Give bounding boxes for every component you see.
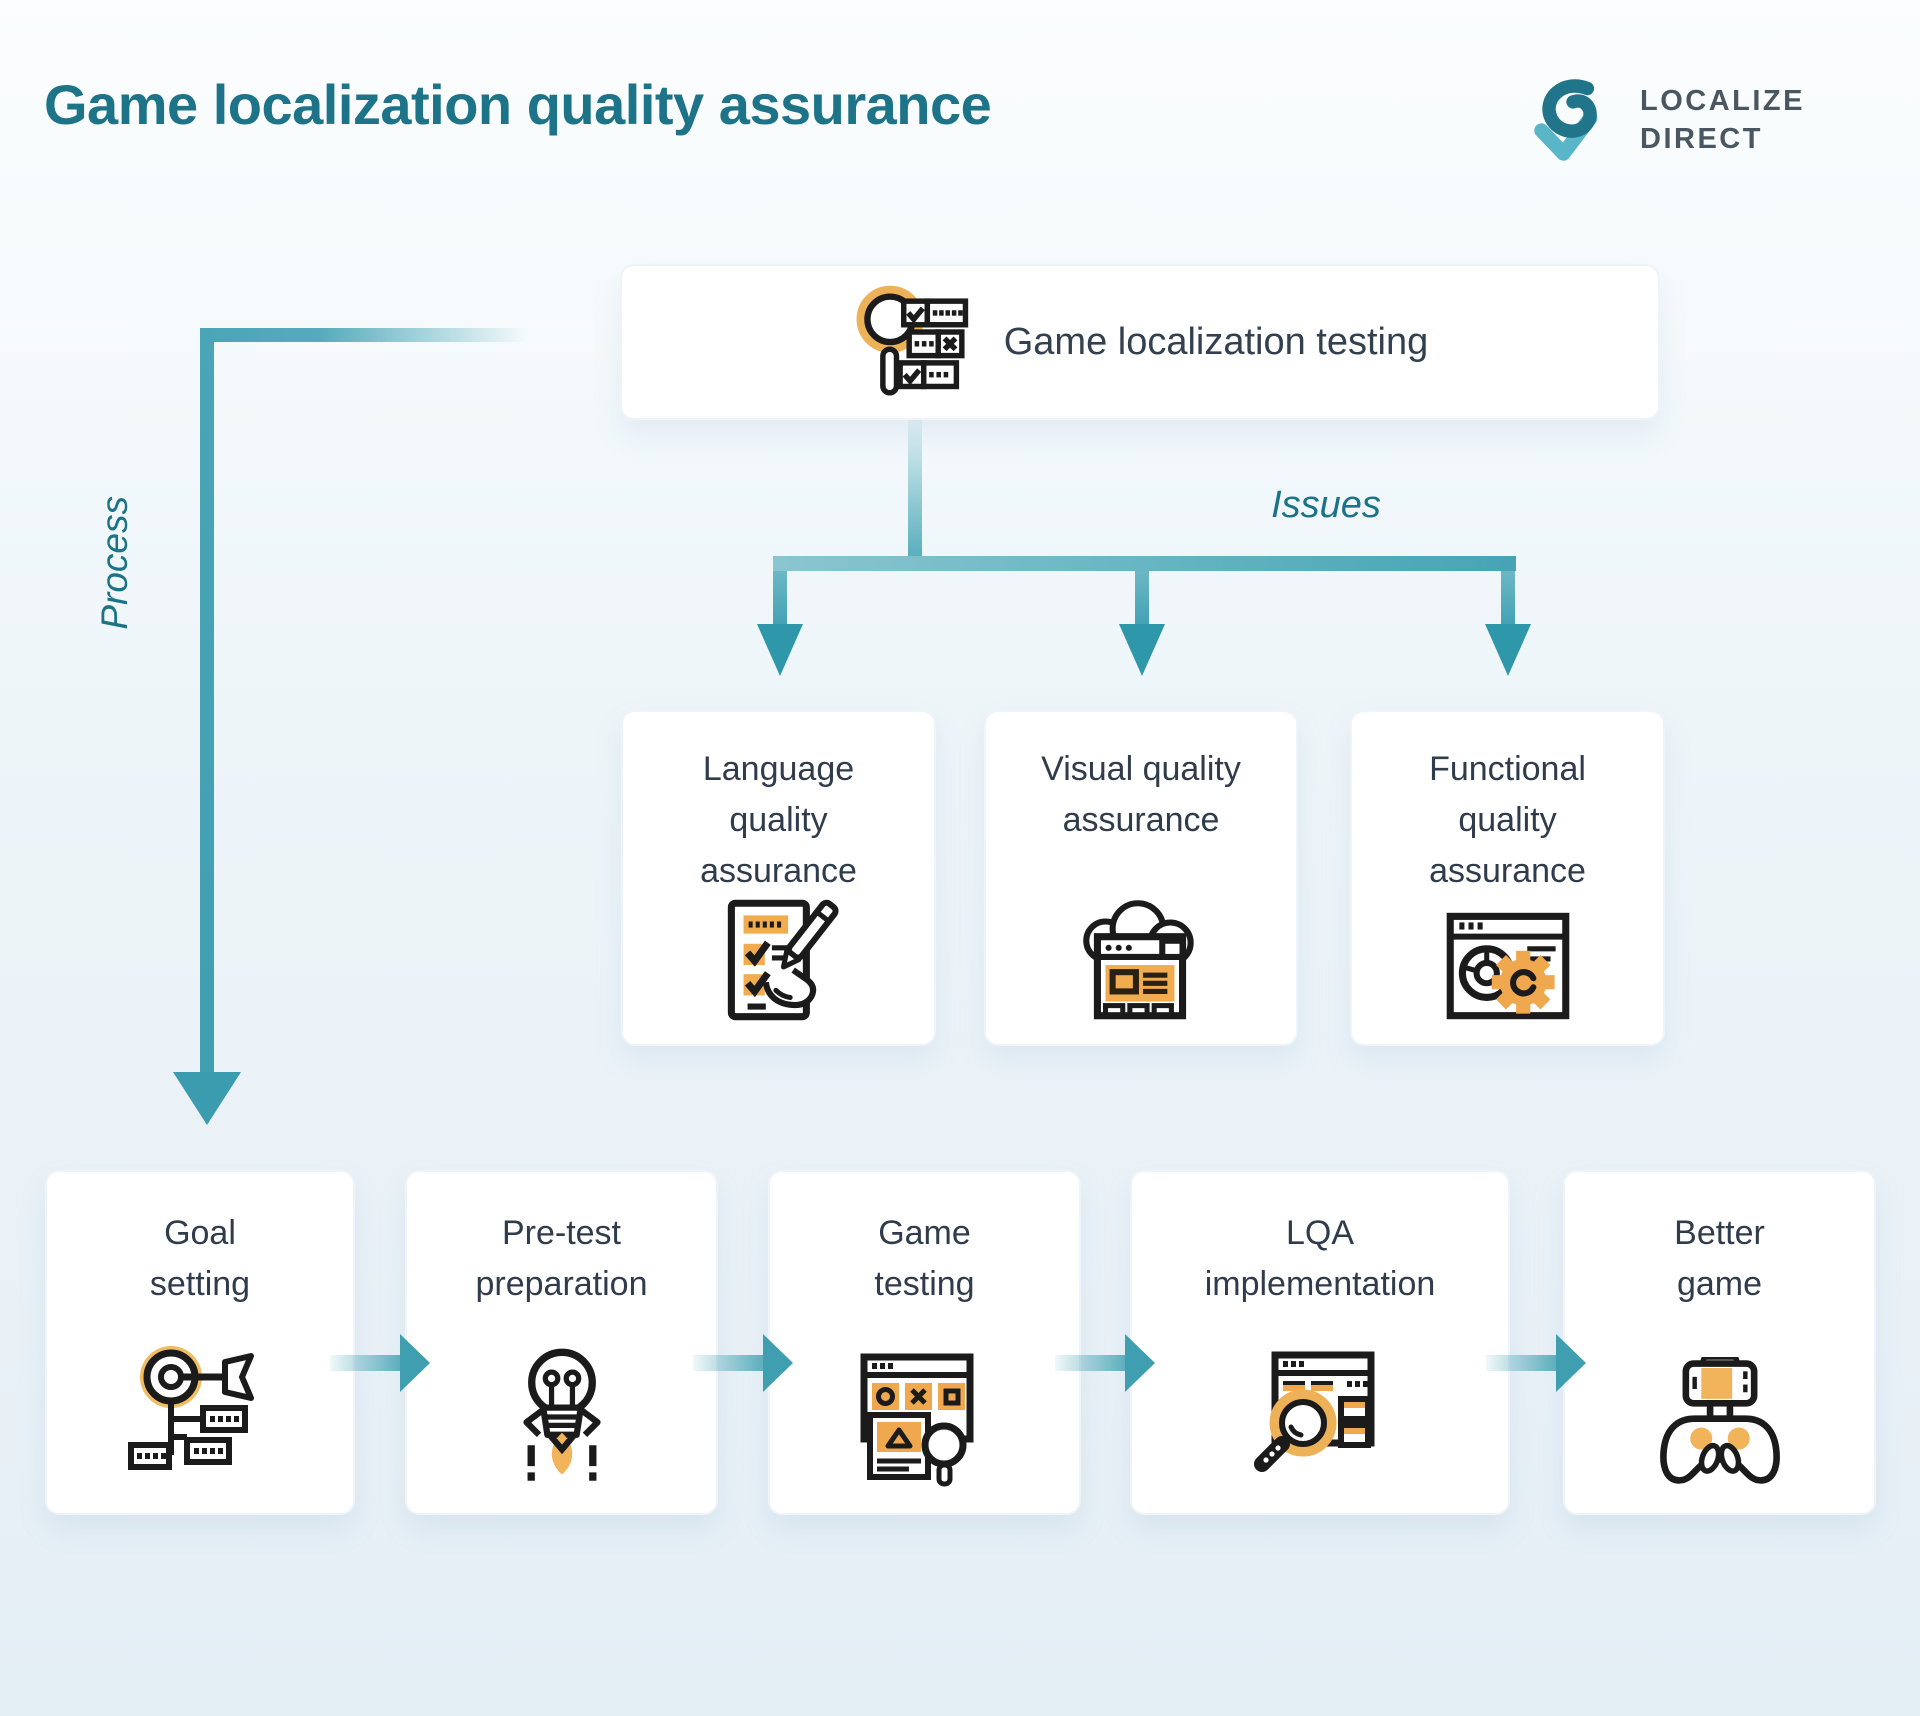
logo-line2: DIRECT (1640, 123, 1763, 155)
issue-card-visual-qa: Visual quality assurance (984, 710, 1298, 1046)
step-card-label: LQA implementation (1204, 1214, 1436, 1303)
issue-arrow-functional (1485, 571, 1531, 676)
issues-branch-line (773, 556, 1516, 571)
logo-mark-icon (1530, 74, 1618, 168)
logo-line1: LOCALIZE (1640, 85, 1805, 118)
issue-arrow-visual (1119, 571, 1165, 676)
visual-qa-icon (1065, 898, 1217, 1022)
step-card-pretest-preparation: Pre-test preparation (405, 1170, 718, 1515)
step-card-label: Pre-test preparation (475, 1214, 648, 1303)
magnifier-checklist-icon (852, 283, 970, 401)
process-label: Process (94, 496, 135, 630)
issue-card-functional-qa: Functional quality assurance (1350, 710, 1665, 1046)
root-card-game-localization-testing: Game localization testing (620, 264, 1660, 420)
step-card-label: Goal setting (149, 1214, 251, 1303)
step-card-label: Better game (1674, 1214, 1765, 1303)
step-card-better-game: Better game (1563, 1170, 1876, 1515)
process-line (200, 328, 214, 1074)
goal-target-icon (125, 1337, 275, 1487)
issue-card-language-qa: Language quality assurance (621, 710, 936, 1046)
process-elbow-line (200, 328, 540, 342)
step-card-lqa-implementation: LQA implementation (1130, 1170, 1510, 1515)
process-arrowhead-icon (173, 1072, 241, 1125)
root-card-label: Game localization testing (1003, 320, 1429, 363)
language-qa-icon (703, 897, 855, 1025)
game-testing-icon (850, 1351, 1000, 1487)
step-arrow-1 (330, 1334, 430, 1392)
issue-card-label: Functional quality assurance (1429, 750, 1586, 890)
issues-label: Issues (1271, 484, 1381, 526)
issue-card-label: Language quality assurance (700, 750, 857, 890)
gamepad-phone-icon (1650, 1357, 1790, 1487)
page-title: Game localization quality assurance (44, 73, 992, 136)
step-card-goal-setting: Goal setting (45, 1170, 355, 1515)
functional-qa-icon (1432, 908, 1584, 1022)
step-arrow-2 (693, 1334, 793, 1392)
search-report-icon (1245, 1351, 1395, 1487)
step-card-game-testing: Game testing (768, 1170, 1081, 1515)
localize-direct-logo: LOCALIZE DIRECT (1530, 74, 1805, 168)
root-stem-line (908, 420, 922, 558)
logo-text: LOCALIZE DIRECT (1640, 83, 1805, 158)
step-card-label: Game testing (874, 1214, 975, 1303)
issue-arrow-language (757, 571, 803, 676)
idea-rocket-icon (496, 1345, 628, 1487)
step-arrow-4 (1486, 1334, 1586, 1392)
issue-card-label: Visual quality assurance (1041, 750, 1241, 839)
step-arrow-3 (1055, 1334, 1155, 1392)
